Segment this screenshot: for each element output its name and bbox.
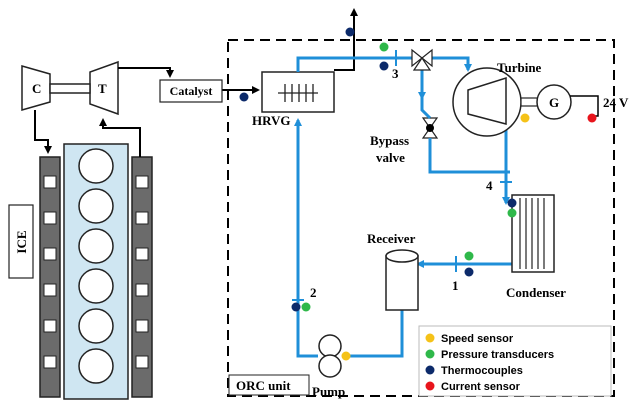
compressor-label: C (32, 81, 41, 96)
pipe-valve-to-turbine (432, 56, 472, 72)
turbocharger (21, 60, 119, 116)
speed-sensor-pump (341, 351, 351, 361)
pressure-point-3 (379, 42, 389, 52)
turbo-turbine-label: T (98, 81, 107, 96)
legend-swatch-current (425, 381, 435, 391)
legend-label-current: Current sensor (441, 381, 521, 393)
pipe-hrvg-to-valve (296, 56, 412, 72)
thermocouple-point-3 (379, 61, 389, 71)
intake-line (34, 110, 52, 154)
pressure-point-4 (507, 208, 517, 218)
pump (318, 334, 342, 378)
ice-label: ICE (14, 230, 29, 253)
pipe-bypass-down (428, 162, 510, 174)
current-sensor (587, 113, 597, 123)
engine-block (39, 143, 153, 400)
legend-swatch-pressure (425, 349, 435, 359)
turbine (452, 67, 540, 137)
sensor-dots (239, 27, 597, 361)
generator-wire (570, 95, 599, 117)
legend-swatch-thermocouple (425, 365, 435, 375)
condenser (511, 194, 555, 273)
point-3-label: 3 (392, 66, 399, 81)
point-1-label: 1 (452, 278, 459, 293)
exhaust-to-turbo-line (99, 118, 141, 157)
receiver-label: Receiver (367, 231, 416, 246)
orc-unit-label: ORC unit (236, 378, 291, 393)
bypass-valve-actuator (426, 124, 434, 132)
pressure-point-1 (464, 251, 474, 261)
point-2-label: 2 (310, 285, 317, 300)
generator-label: G (549, 95, 559, 110)
three-way-valve (411, 48, 433, 71)
ice-label-box (8, 204, 34, 279)
turbine-label: Turbine (497, 60, 542, 75)
legend-label-pressure: Pressure transducers (441, 349, 554, 361)
turbo-to-catalyst-line (118, 67, 174, 78)
legend-swatch-speed (425, 333, 435, 343)
condenser-label: Condenser (506, 285, 566, 300)
pipe-pump-to-hrvg (294, 118, 318, 358)
thermocouple-point-4 (507, 198, 517, 208)
thermocouple-hrvg-inlet (239, 92, 249, 102)
thermocouple-point-1 (464, 267, 474, 277)
legend-box (418, 325, 612, 397)
orc-unit-label-box (228, 374, 310, 396)
thermocouple-exhaust-out (345, 27, 355, 37)
point-4-label: 4 (486, 178, 493, 193)
pressure-point-2 (301, 302, 311, 312)
pump-label: Pump (312, 384, 345, 399)
legend-label-thermocouple: Thermocouples (441, 365, 523, 377)
hrvg-exchanger (261, 71, 335, 113)
bypass-label-line2: valve (376, 150, 405, 165)
measure-ticks (292, 50, 512, 301)
catalyst-box (159, 79, 223, 103)
thermocouple-point-2 (291, 302, 301, 312)
bypass-valve (420, 98, 439, 162)
legend-label-speed: Speed sensor (441, 333, 514, 345)
voltage-label: 24 V (603, 95, 629, 110)
generator (536, 84, 572, 120)
speed-sensor-turbine (520, 113, 530, 123)
compressor-shape (21, 65, 51, 111)
pipe-receiver-to-pump (350, 310, 404, 358)
bypass-label-line1: Bypass (370, 133, 409, 148)
turbo-turbine-shape (89, 60, 119, 116)
legend: Speed sensor Pressure transducers Thermo… (418, 325, 612, 397)
receiver (385, 249, 419, 311)
catalyst-label: Catalyst (170, 84, 213, 98)
hrvg-label: HRVG (252, 113, 291, 128)
